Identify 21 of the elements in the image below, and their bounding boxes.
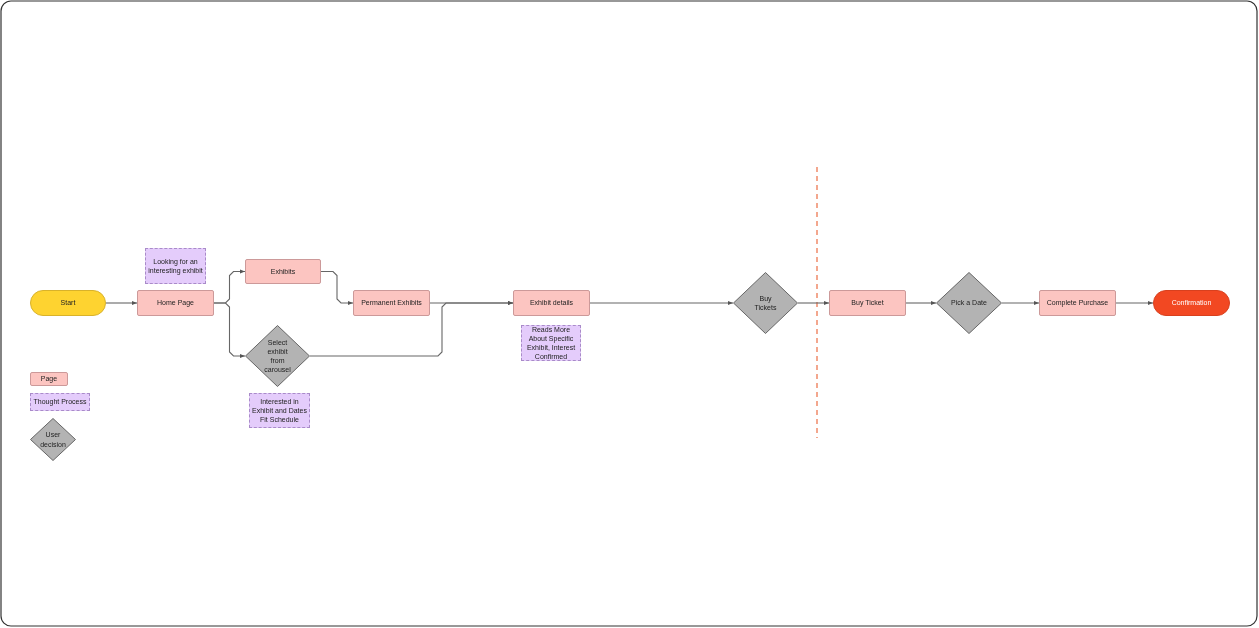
decision-diamond: [936, 272, 1002, 334]
arrow: [1115, 300, 1154, 306]
arrow: [905, 300, 937, 306]
arrow: [1001, 300, 1040, 306]
page-box: [245, 259, 321, 284]
page-box: [353, 290, 430, 316]
page-box: [1039, 290, 1116, 316]
page-box: [829, 290, 906, 316]
arrow: [105, 300, 138, 306]
arrow: [320, 270, 354, 306]
end-terminal: [1153, 290, 1230, 316]
page-box: [513, 290, 590, 316]
arrow: [589, 300, 734, 306]
arrow: [797, 300, 830, 306]
thought-note: [145, 248, 206, 284]
start-terminal: [30, 290, 106, 316]
page-box: [137, 290, 214, 316]
decision-diamond: [245, 325, 310, 387]
decision-diamond: [733, 272, 798, 334]
arrow: [309, 300, 514, 357]
arrow: [213, 302, 246, 359]
